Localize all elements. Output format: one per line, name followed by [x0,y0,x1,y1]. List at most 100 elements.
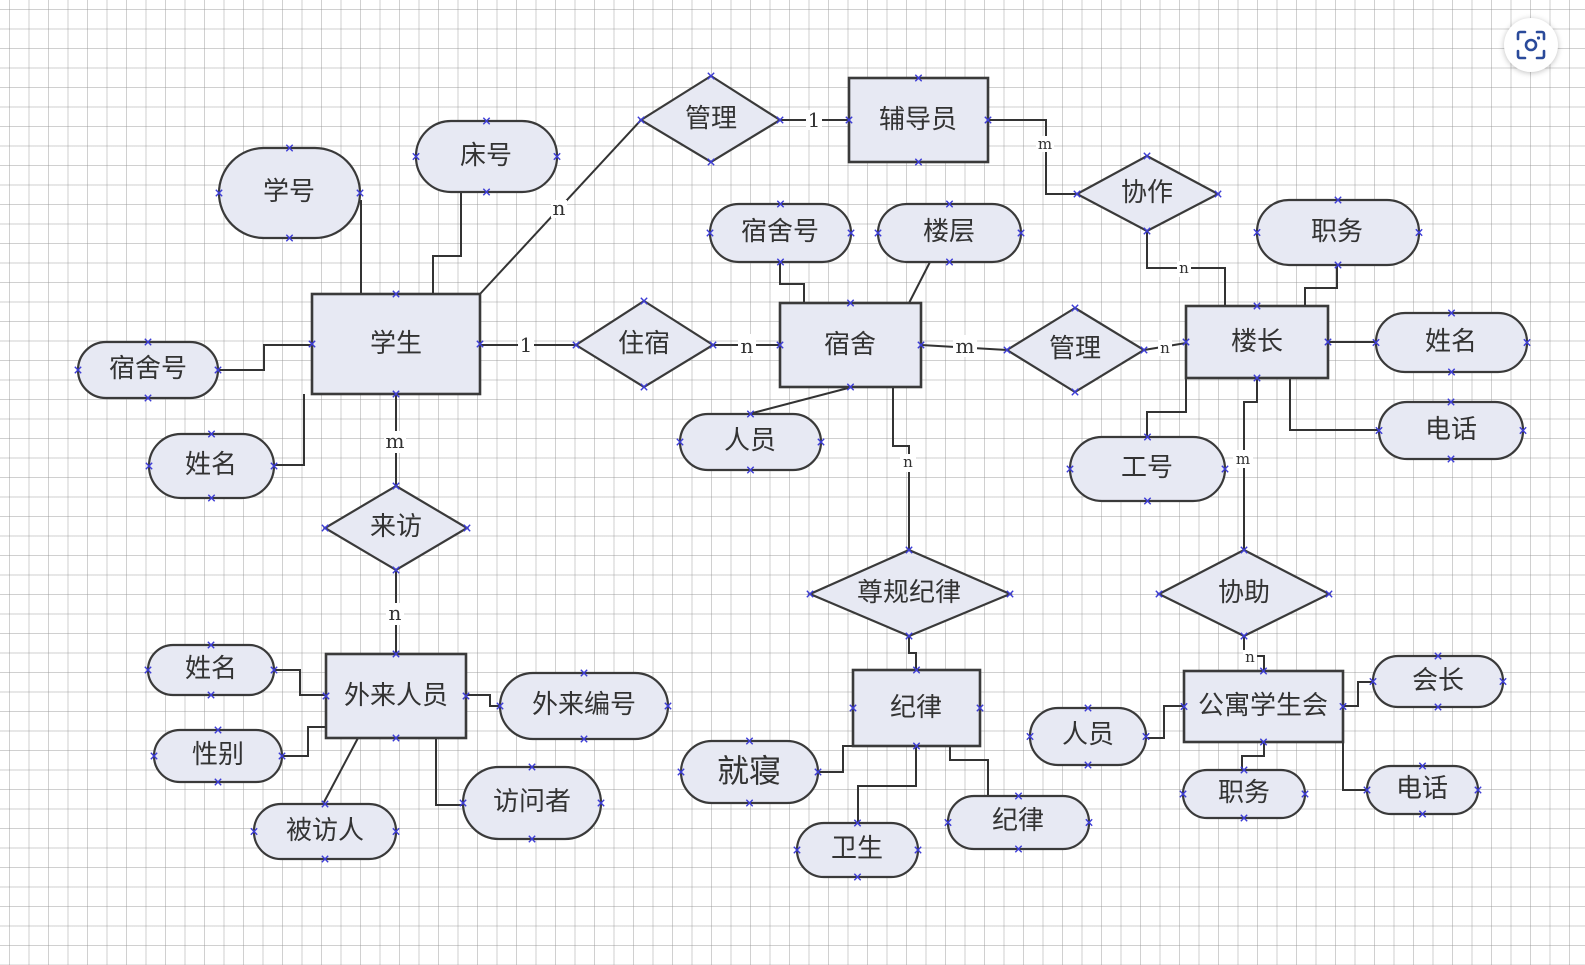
attribute-dorm-no-label: 宿舍号 [741,217,819,247]
entity-counselor[interactable]: 辅导员 [847,76,990,164]
relationship-cooperate-label: 协作 [1121,178,1173,208]
entity-student-union[interactable]: 公寓学生会 [1182,669,1345,744]
connection-handle-mark [1434,703,1442,711]
attribute-union-members-label: 人员 [1062,720,1114,750]
connection-handle-mark [1071,304,1079,312]
connection-handle-mark [1240,632,1248,640]
attribute-bedtime[interactable]: 就寝 [679,739,820,805]
attribute-head-name[interactable]: 姓名 [1374,311,1529,374]
entity-discipline-label: 纪律 [890,693,942,723]
attribute-union-duty[interactable]: 职务 [1181,768,1307,820]
cardinality-student-visit: m [386,429,405,453]
attribute-bed-no[interactable]: 床号 [414,119,559,194]
entity-building-head[interactable]: 楼长 [1184,304,1330,380]
attribute-visitor-no[interactable]: 外来编号 [498,671,670,741]
relationship-manage-mid-label: 管理 [1049,334,1101,364]
connection-handle-mark [709,341,717,349]
attribute-visitor-name[interactable]: 姓名 [146,643,276,697]
connection-handle-mark [1180,702,1188,711]
connection-handle-mark [285,234,294,242]
connector-visitor-name [274,669,326,696]
relationship-cooperate[interactable]: 协作 [1074,154,1221,233]
connection-handle-mark [250,827,258,836]
connection-handle-mark [1006,590,1014,598]
connection-handle-mark [270,666,278,674]
entity-visitor[interactable]: 外来人员 [324,652,468,740]
attribute-head-duty-label: 职务 [1311,217,1363,247]
connection-handle-mark [817,438,825,446]
attribute-dorm-members[interactable]: 人员 [678,412,823,472]
connection-handle-mark [322,692,330,700]
connector-floor [908,261,931,304]
attribute-dorm-no[interactable]: 宿舍号 [708,202,853,264]
entity-student[interactable]: 学生 [310,292,482,396]
attribute-student-id[interactable]: 学号 [217,146,362,240]
relationship-visit[interactable]: 来访 [322,484,470,572]
connector-bed-no [432,192,462,294]
scan-icon [1516,30,1546,60]
connection-handle-mark [1253,374,1261,382]
connection-handle-mark [706,229,714,237]
attribute-student-name[interactable]: 姓名 [147,432,276,500]
connection-handle-mark [1071,388,1079,396]
attribute-visitee[interactable]: 被访人 [252,802,398,861]
relationship-manage-mid[interactable]: 管理 [1004,306,1147,394]
connection-handle-mark [793,846,801,854]
connection-handle-mark [1259,667,1268,675]
connection-handle-mark [572,341,580,349]
connection-handle-mark [207,430,216,438]
connection-handle-mark [74,366,82,374]
attribute-student-dorm-no[interactable]: 宿舍号 [76,340,220,400]
connection-handle-mark [207,494,216,502]
connection-handle-mark [1372,338,1380,347]
cardinality-dorm-manage: m [956,334,975,358]
relationship-manage-top[interactable]: 管理 [638,74,783,164]
relationship-live[interactable]: 住宿 [573,299,716,389]
connection-handle-mark [1140,346,1148,354]
connection-handle-mark [847,229,855,237]
entity-dorm[interactable]: 宿舍 [778,301,923,389]
connection-handle-mark [1214,190,1222,198]
connection-handle-mark [321,800,329,808]
attribute-head-phone[interactable]: 电话 [1377,400,1525,461]
relationship-assist[interactable]: 协助 [1156,548,1332,638]
connection-handle-mark [677,768,685,776]
connection-handle-mark [1259,738,1268,746]
relationship-obey[interactable]: 尊规纪律 [807,548,1013,638]
attribute-work-no[interactable]: 工号 [1068,435,1227,503]
attribute-hygiene[interactable]: 卫生 [795,821,920,879]
connection-handle-mark [1325,590,1333,598]
attribute-discipline[interactable]: 纪律 [946,794,1091,851]
entity-student-union-label: 公寓学生会 [1198,691,1328,721]
connection-handle-mark [1240,546,1248,554]
connection-handle-mark [1519,426,1527,435]
attribute-president[interactable]: 会长 [1371,654,1505,709]
scan-button[interactable] [1504,18,1558,72]
attribute-union-phone-label: 电话 [1396,774,1448,804]
attribute-visit-person[interactable]: 访问者 [461,765,603,841]
connection-handle-mark [392,566,400,574]
connection-handle-mark [528,835,536,843]
connection-handle-mark [1334,196,1342,204]
connection-handle-mark [392,390,400,398]
connection-handle-mark [1415,228,1423,237]
connection-handle-mark [912,742,921,750]
attribute-president-label: 会长 [1412,666,1464,696]
connection-handle-mark [1221,465,1229,473]
connection-handle-mark [917,341,925,349]
attribute-head-duty[interactable]: 职务 [1255,198,1421,267]
entity-discipline[interactable]: 纪律 [851,668,982,748]
connection-handle-mark [321,855,329,863]
cardinality-dorm-live: n [741,334,754,358]
connection-handle-mark [845,116,853,124]
attribute-floor[interactable]: 楼层 [876,202,1023,264]
connection-handle-mark [580,735,588,743]
attribute-union-phone[interactable]: 电话 [1365,764,1480,816]
connection-handle-mark [145,462,153,470]
attribute-visitor-gender[interactable]: 性别 [152,728,284,784]
attribute-visitor-no-label: 外来编号 [532,690,636,720]
attribute-union-members[interactable]: 人员 [1028,706,1148,767]
cardinality-visitor-visit: n [389,601,402,625]
relationship-manage-top-label: 管理 [685,104,737,134]
connection-handle-mark [874,229,882,237]
